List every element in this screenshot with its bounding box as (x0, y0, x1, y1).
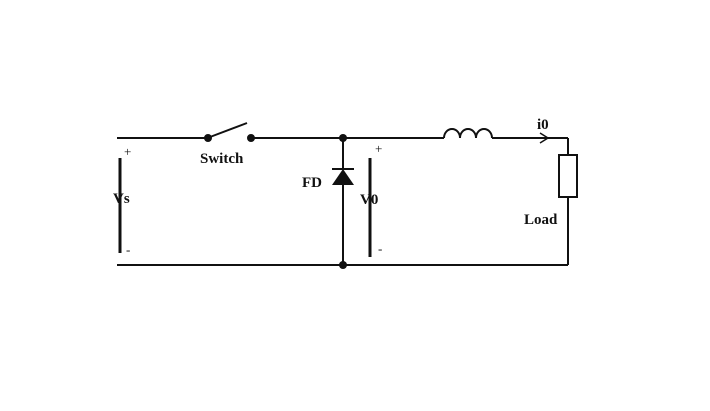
load-resistor (558, 154, 578, 198)
junction-bottom (339, 261, 347, 269)
diode-label: FD (302, 175, 322, 191)
junction-top (339, 134, 347, 142)
switch-blade (209, 122, 248, 138)
diode-icon (332, 169, 354, 185)
current-label: i0 (537, 117, 549, 133)
output-minus-sign: - (378, 241, 382, 256)
load-label: Load (524, 212, 558, 228)
switch-terminal-left (204, 134, 212, 142)
source-minus-sign: - (126, 242, 130, 257)
switch-terminal-right (247, 134, 255, 142)
output-voltage-label: V0 (360, 192, 378, 208)
source-label: Vs (113, 191, 130, 207)
output-plus-sign: + (375, 141, 382, 156)
current-arrow (539, 132, 550, 144)
inductor (443, 128, 493, 139)
source-plus-sign: + (124, 144, 131, 159)
switch-label: Switch (200, 151, 244, 167)
